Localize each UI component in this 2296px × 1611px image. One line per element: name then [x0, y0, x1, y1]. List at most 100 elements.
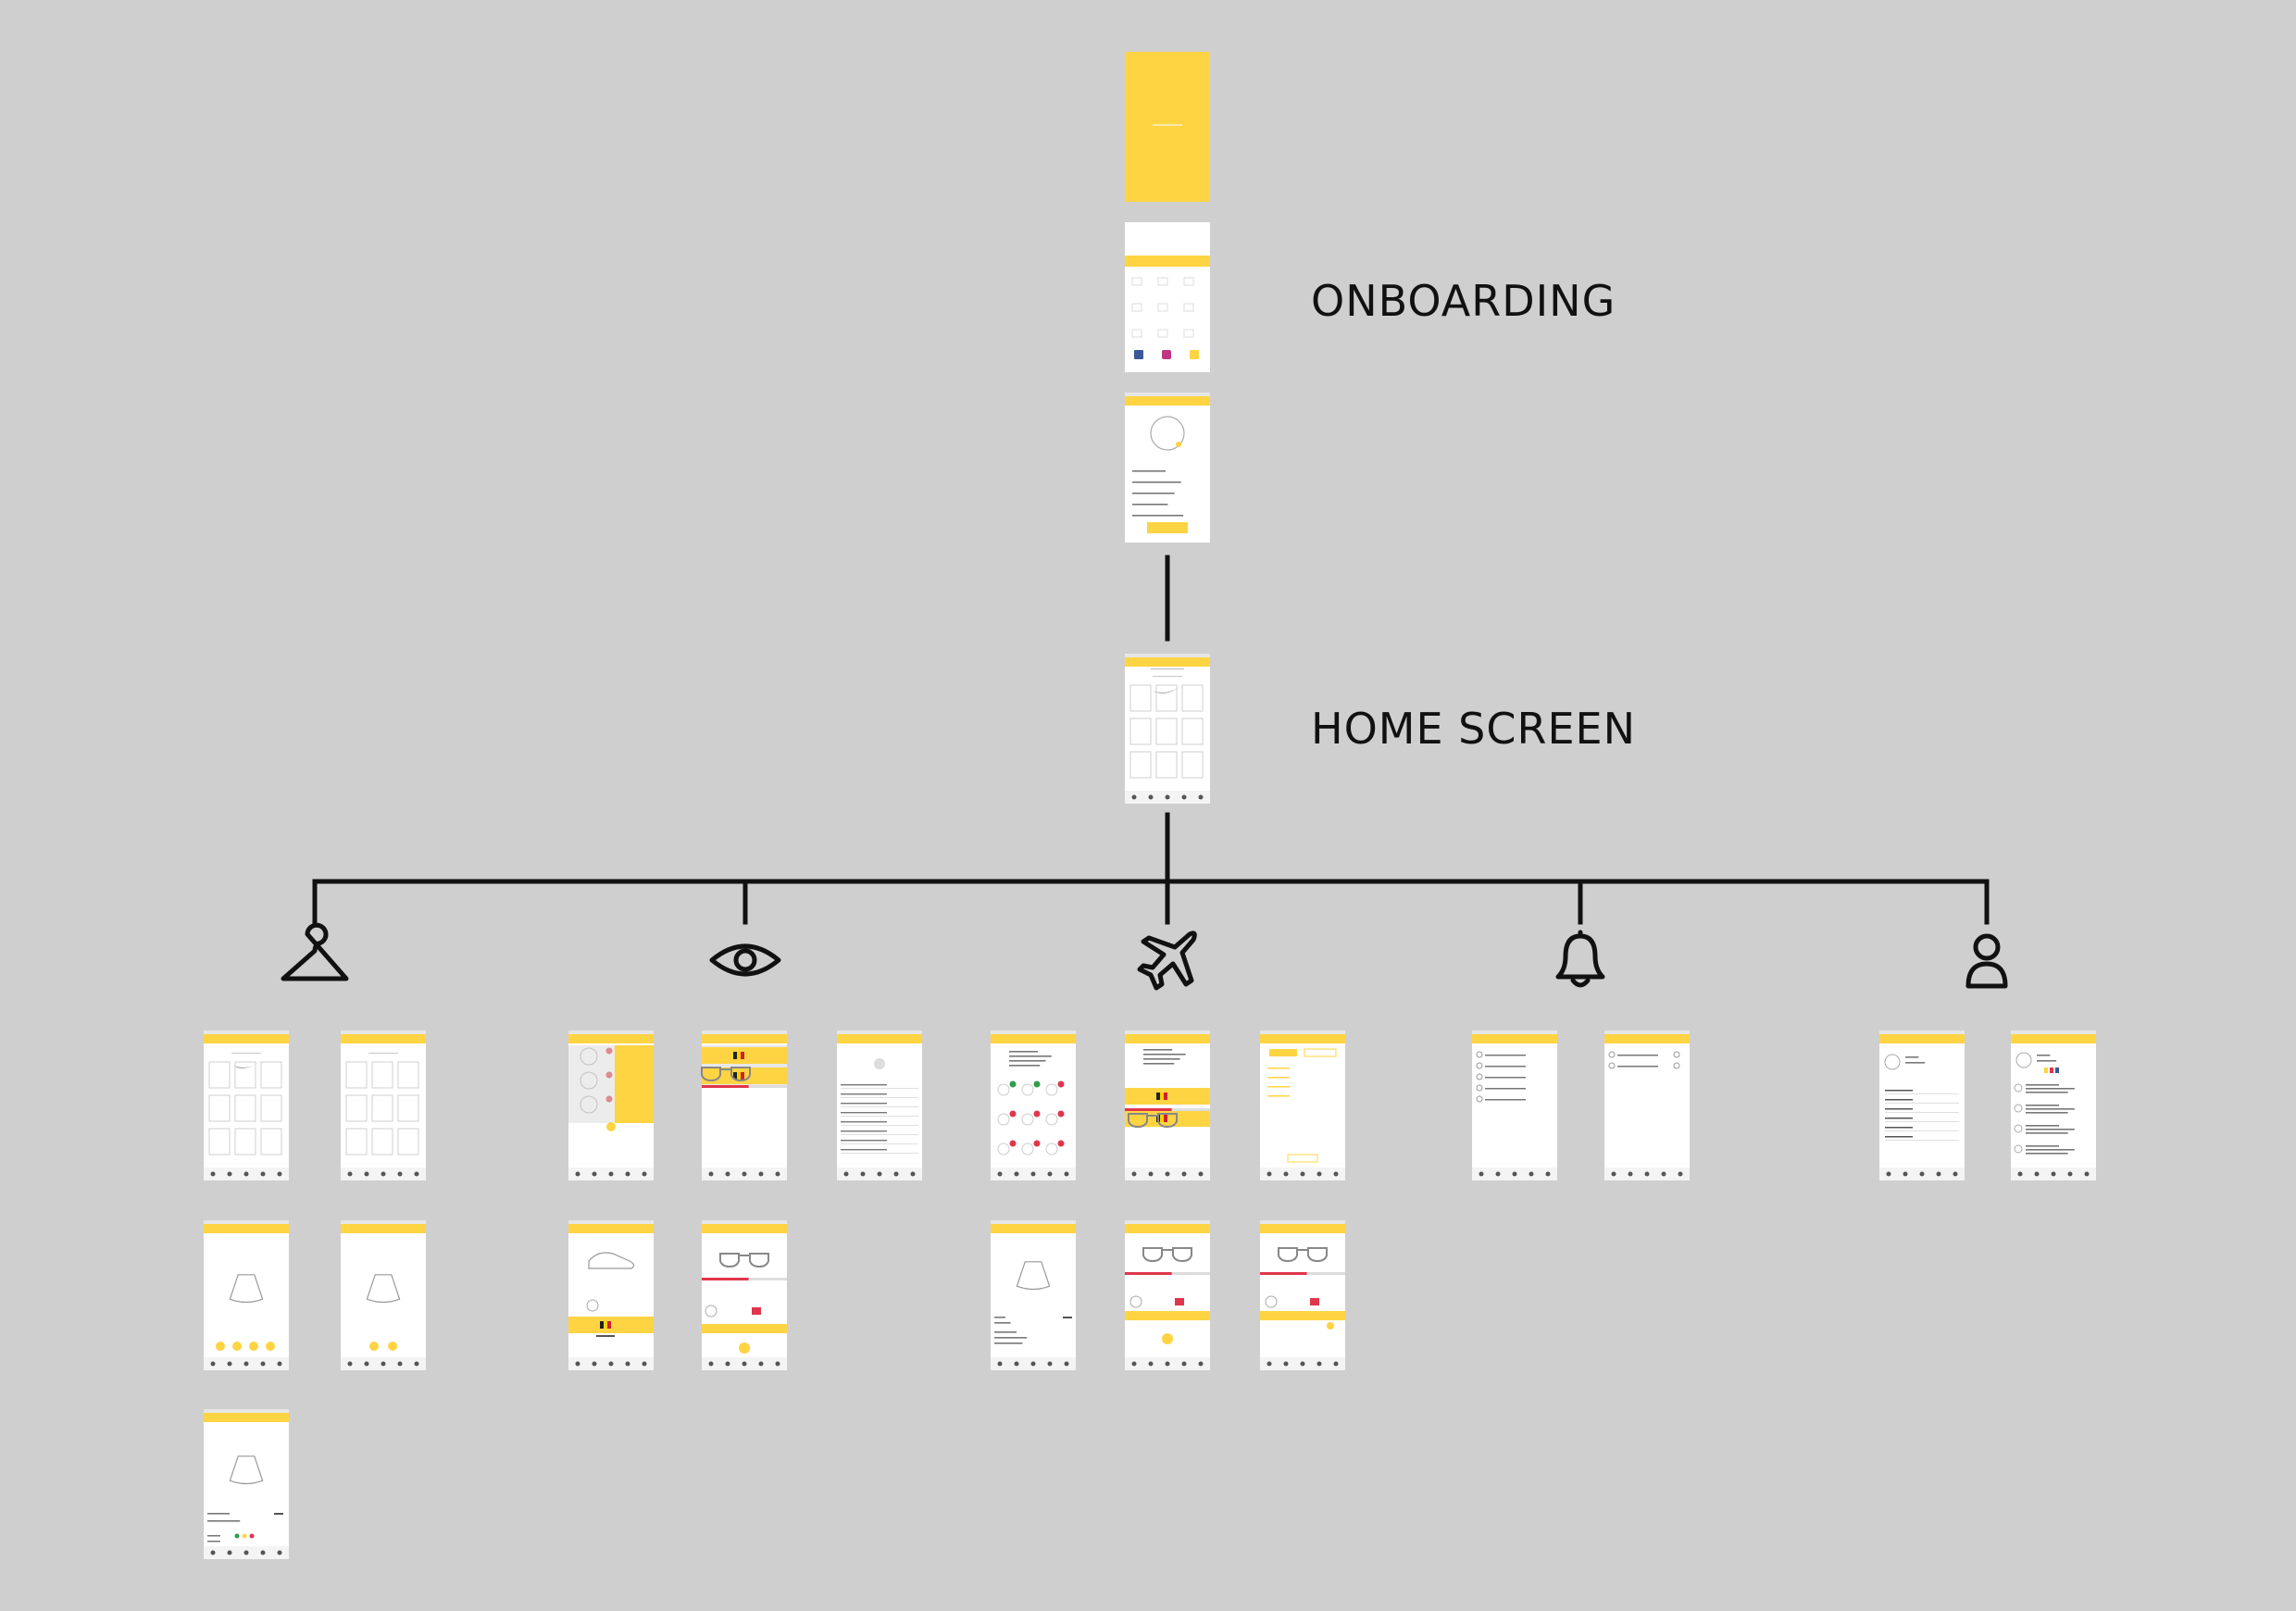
flag [737, 1052, 741, 1059]
header-bar [204, 1224, 289, 1233]
placeholder-pattern [1157, 277, 1168, 286]
notification-text [1485, 1099, 1526, 1101]
grid-cell [397, 1128, 419, 1155]
status-bar [204, 1030, 289, 1034]
tab-bar-icon [877, 1171, 882, 1177]
notification-text [1485, 1077, 1526, 1079]
notification-text [1485, 1088, 1526, 1090]
form-label [841, 1149, 887, 1151]
notification-icon [1608, 1051, 1616, 1058]
header-bar [991, 1034, 1076, 1043]
tab-bar-icon [1283, 1171, 1289, 1177]
text-line [1905, 1056, 1919, 1058]
form-label [841, 1084, 887, 1086]
text-line [1009, 1060, 1046, 1062]
tab-bar-icon [1131, 1361, 1137, 1367]
tab-bar-icon [1300, 1361, 1305, 1367]
tab-bar-icon [592, 1171, 597, 1177]
tab-bar-icon [1903, 1171, 1908, 1177]
onboarding-label: ONBOARDING [1311, 276, 1616, 326]
tab-bar-icon [1131, 794, 1137, 800]
glasses-illustration [701, 1067, 751, 1082]
action-dot [739, 1342, 750, 1354]
notification-text [1617, 1055, 1658, 1056]
text-line [994, 1342, 1023, 1344]
tab-bar-icon [397, 1361, 403, 1367]
tab-bar-icon [347, 1171, 353, 1177]
text-line [1009, 1055, 1052, 1057]
form-label [841, 1130, 887, 1132]
grid-item [1045, 1083, 1058, 1096]
screen-background [1472, 1030, 1557, 1180]
tab-bar-icon [210, 1361, 216, 1367]
text-line [2037, 1055, 2051, 1056]
notification-icon [1476, 1095, 1483, 1103]
text-line [994, 1337, 1028, 1339]
form-label [841, 1103, 887, 1105]
tab-bar-icon [742, 1171, 747, 1177]
tab-bar-icon [1316, 1171, 1322, 1177]
tab-bar-icon [1148, 1361, 1154, 1367]
status-bar [702, 1220, 787, 1224]
text-line [1132, 470, 1166, 472]
header-bar [1260, 1224, 1345, 1233]
email-icon [1190, 350, 1199, 359]
notification-text [1617, 1066, 1658, 1068]
alert-bar-rest [1306, 1272, 1345, 1275]
text-line [1143, 1049, 1173, 1051]
tab-bar-icon [725, 1361, 730, 1367]
text-line [1132, 515, 1184, 517]
alert-bar [1125, 1272, 1210, 1275]
text-line [1143, 1054, 1186, 1055]
status-bar [1260, 1030, 1345, 1034]
watch-flags-screen [701, 1030, 787, 1180]
flag [600, 1321, 604, 1329]
tab-bar-icon [1936, 1171, 1941, 1177]
status-bar [1125, 1030, 1210, 1034]
flag [733, 1072, 737, 1080]
status-bar [991, 1220, 1076, 1224]
grid-item [1021, 1113, 1034, 1126]
tab-bar-icon [1198, 1171, 1204, 1177]
tab-bar-icon [1267, 1361, 1272, 1367]
tab-bar-icon [243, 1550, 249, 1555]
action-dot [1327, 1322, 1334, 1330]
profile-field [1885, 1099, 1913, 1101]
header-bar [568, 1034, 654, 1043]
tab-bar-icon [1545, 1171, 1551, 1177]
alert-bar-rest [1171, 1108, 1210, 1111]
tab-bar-icon [2067, 1171, 2073, 1177]
form-divider [841, 1097, 918, 1098]
splash-screen [1125, 52, 1210, 202]
alert-bar [1125, 1108, 1210, 1111]
grid-cell [345, 1061, 368, 1089]
form-divider [841, 1106, 918, 1107]
text-line [2026, 1125, 2059, 1127]
tab-bar-icon [1661, 1171, 1666, 1177]
grid-cell [208, 1094, 231, 1122]
form-label [841, 1121, 887, 1123]
text-line [1132, 481, 1181, 483]
screen-background [1879, 1030, 1965, 1180]
flag [2044, 1068, 2048, 1073]
tab-bar-icon [625, 1171, 630, 1177]
tab-bar-icon [277, 1361, 282, 1367]
alert-bar-rest [748, 1278, 787, 1280]
screen-background [341, 1030, 426, 1180]
notification-icon [1476, 1051, 1483, 1058]
login-logo-banner [1125, 256, 1210, 267]
tab-bar-icon [1644, 1171, 1650, 1177]
tab-bar-icon [397, 1171, 403, 1177]
tab-bar-icon [1953, 1171, 1958, 1177]
header-bar [1125, 657, 1210, 667]
tab-underline [1153, 676, 1182, 677]
tab-bar-icon [997, 1171, 1003, 1177]
tab-bar-icon [1148, 1171, 1154, 1177]
tab-bar-icon [364, 1171, 369, 1177]
skirt-illustration [229, 1274, 264, 1304]
grid-cell [1155, 751, 1178, 779]
grid-cell [1155, 684, 1178, 712]
tab-bar-icon [227, 1361, 232, 1367]
header-bar [341, 1034, 426, 1043]
screen-background [1260, 1220, 1345, 1370]
